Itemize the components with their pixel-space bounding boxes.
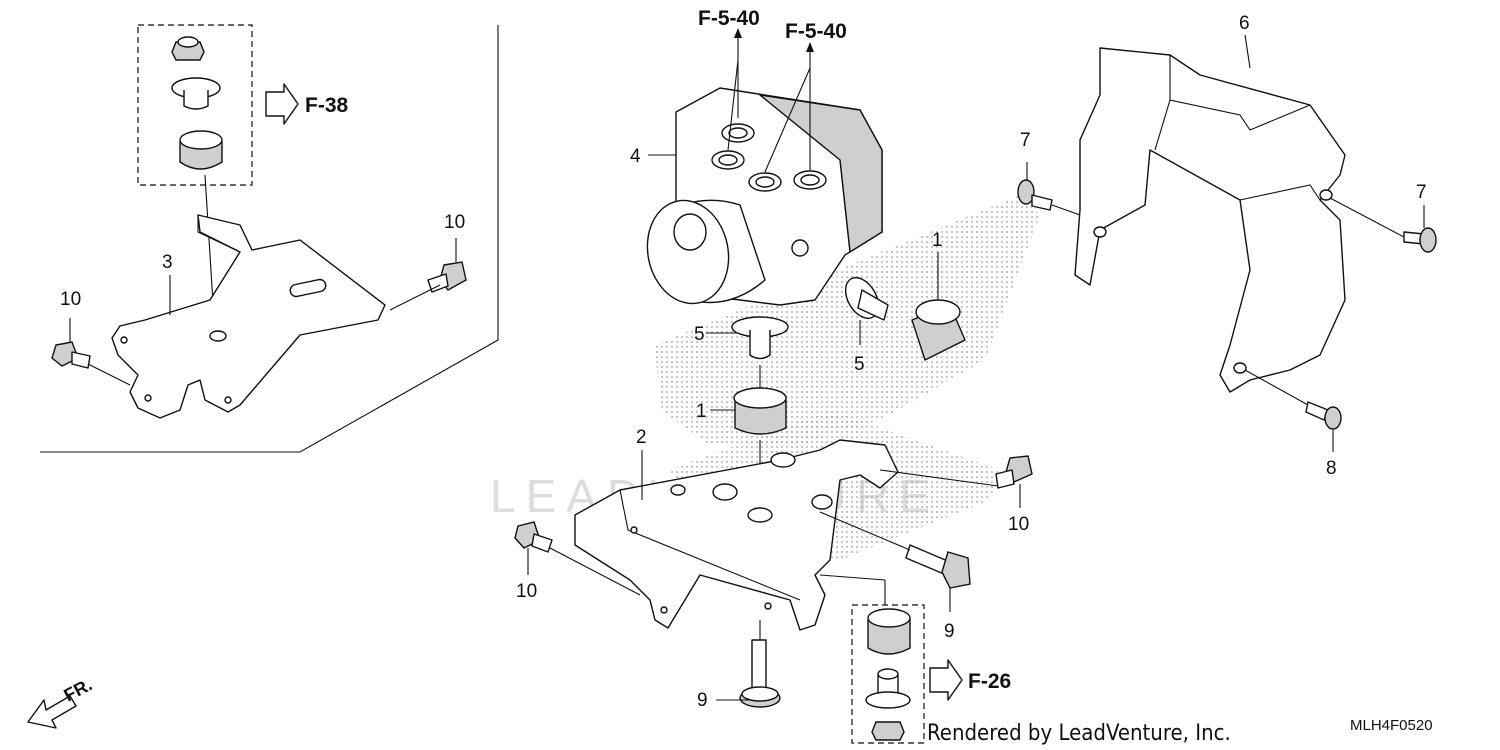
diagram-code: MLH4F0520	[1350, 717, 1433, 734]
collar-5	[731, 316, 789, 360]
ref-arrow	[929, 659, 963, 701]
callout-3: 3	[162, 252, 173, 273]
ref-f540-left: F-5-40	[698, 7, 760, 30]
flange-nut	[871, 721, 905, 741]
rubber-mount-1	[733, 387, 787, 435]
pipe-arrows	[727, 28, 814, 173]
callout-1-center: 1	[696, 401, 707, 422]
bolt-10	[995, 455, 1033, 489]
callout-4: 4	[630, 146, 641, 167]
callout-8: 8	[1326, 458, 1337, 479]
bolt-10	[514, 521, 553, 553]
rubber-mount-1	[911, 299, 966, 361]
lower-kit-box	[851, 604, 925, 744]
callout-9-right: 9	[944, 621, 955, 642]
ref-f540-right: F-5-40	[785, 20, 847, 43]
callout-5-center: 5	[694, 324, 705, 345]
callout-10-inset-left: 10	[60, 289, 81, 310]
callout-10-inset-right: 10	[444, 212, 465, 233]
screw-7	[1017, 179, 1053, 211]
abs-modulator-unit	[646, 87, 883, 306]
collar	[171, 77, 221, 110]
credit-text: Rendered by LeadVenture, Inc.	[927, 721, 1231, 746]
callout-9-bottom: 9	[697, 690, 708, 711]
shaded-area	[655, 195, 1040, 445]
front-direction-arrow: FR.	[27, 674, 95, 729]
callout-10-bracket-left: 10	[516, 581, 537, 602]
collar-5	[844, 277, 889, 321]
bolt-10	[51, 341, 91, 369]
flange-nut	[171, 36, 205, 61]
callout-5-right: 5	[854, 354, 865, 375]
callout-7-left: 7	[1020, 130, 1031, 151]
callout-6: 6	[1239, 13, 1250, 34]
flange-bolt-9	[905, 544, 971, 589]
callout-2: 2	[636, 427, 647, 448]
rubber-mount	[179, 130, 223, 170]
screw-8	[1305, 401, 1342, 430]
callout-10-bracket-right: 10	[1008, 514, 1029, 535]
ref-f26: F-26	[968, 670, 1011, 693]
ref-f38: F-38	[305, 94, 349, 117]
callout-1-right: 1	[932, 230, 943, 251]
collar	[865, 668, 911, 709]
inset-kit-box	[137, 24, 253, 186]
callout-7-right: 7	[1416, 182, 1427, 203]
cover-6	[1074, 47, 1346, 393]
rubber-mount	[867, 608, 911, 655]
bracket-3	[111, 214, 386, 419]
ref-arrow	[265, 83, 299, 125]
inset-view: F-38	[40, 24, 499, 453]
bolt-10	[427, 261, 467, 293]
screw-7	[1403, 227, 1437, 253]
bracket-2	[574, 439, 899, 631]
flange-bolt-9	[739, 639, 781, 708]
